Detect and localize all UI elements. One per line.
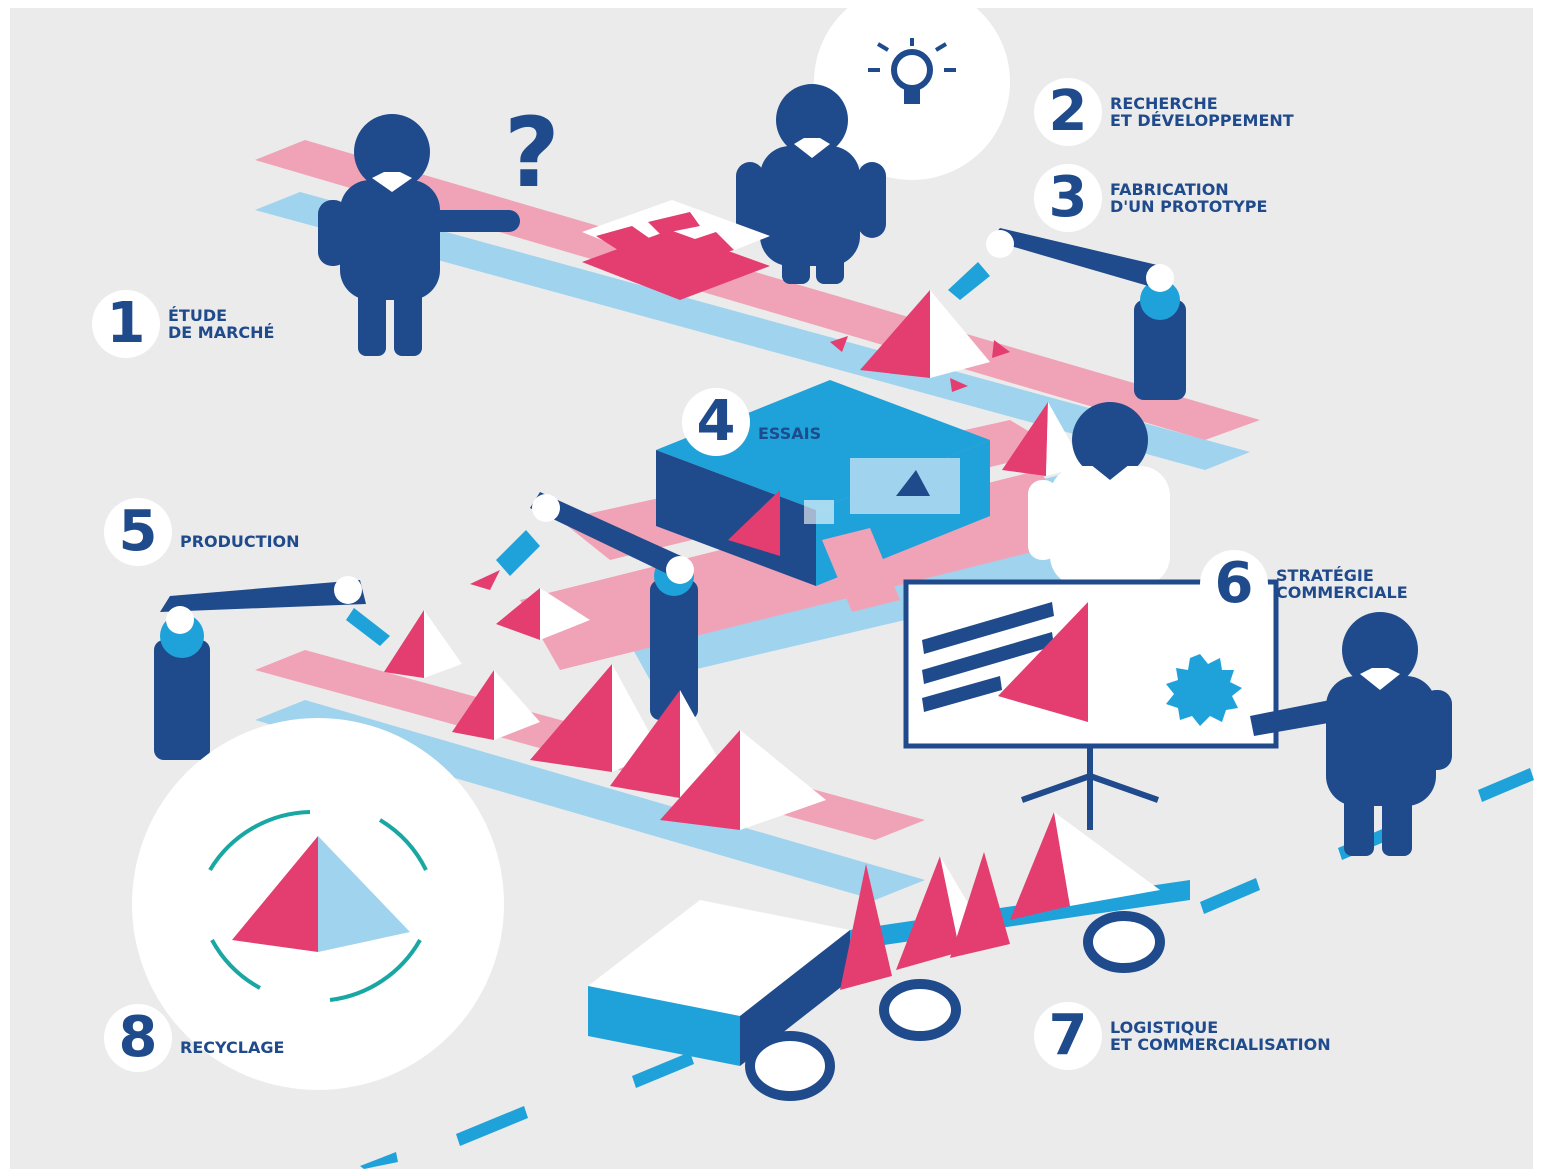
recycle-arrows-icon	[132, 718, 504, 1090]
step-number: 2	[1034, 78, 1102, 146]
step-label-line-2: DE MARCHÉ	[168, 323, 275, 342]
person-research	[736, 84, 886, 284]
step-label-line-2: ET DÉVELOPPEMENT	[1110, 111, 1294, 130]
step-label: STRATÉGIE COMMERCIALE	[1276, 567, 1408, 601]
step-number: 5	[104, 498, 172, 566]
step-4-testing: 4 ESSAIS	[682, 388, 821, 456]
step-number: 4	[682, 388, 750, 456]
seal-icon	[1166, 654, 1242, 726]
step-label-line-2: D'UN PROTOTYPE	[1110, 197, 1268, 216]
production-pyramids	[384, 610, 826, 830]
step-label: RECHERCHE ET DÉVELOPPEMENT	[1110, 95, 1294, 129]
step-label: RECYCLAGE	[180, 1039, 284, 1056]
testing-machine	[656, 380, 1084, 612]
step-label: LOGISTIQUE ET COMMERCIALISATION	[1110, 1019, 1331, 1053]
blueprint-plans	[582, 200, 770, 300]
step-label-line-1: LOGISTIQUE	[1110, 1018, 1219, 1037]
step-label: PRODUCTION	[180, 533, 300, 550]
step-number: 8	[104, 1004, 172, 1072]
person-market-study	[318, 114, 520, 356]
question-mark-icon: ?	[504, 97, 560, 209]
delivery-truck	[588, 812, 1190, 1101]
step-label: ÉTUDE DE MARCHÉ	[168, 307, 274, 341]
step-number: 6	[1200, 550, 1268, 618]
robot-arm-production-2	[154, 576, 390, 760]
step-label-line-1: STRATÉGIE	[1276, 566, 1374, 585]
pyramid-icon	[830, 290, 1010, 392]
step-6-commercial-strategy: 6 STRATÉGIE COMMERCIALE	[1200, 550, 1408, 618]
step-label-line-1: ÉTUDE	[168, 306, 228, 325]
step-1-market-study: 1 ÉTUDE DE MARCHÉ	[92, 290, 274, 358]
step-number: 1	[92, 290, 160, 358]
step-5-production: 5 PRODUCTION	[104, 498, 300, 566]
step-label-line-2: ET COMMERCIALISATION	[1110, 1035, 1331, 1054]
step-8-recycling: 8 RECYCLAGE	[104, 1004, 284, 1072]
step-3-prototype: 3 FABRICATION D'UN PROTOTYPE	[1034, 164, 1267, 232]
robot-arm-production-1	[470, 492, 698, 720]
step-label-line-1: PRODUCTION	[180, 531, 300, 551]
step-label-line-1: RECHERCHE	[1110, 94, 1218, 113]
robot-arm-prototype	[948, 228, 1186, 400]
step-number: 3	[1034, 164, 1102, 232]
step-label-line-1: FABRICATION	[1110, 180, 1229, 199]
step-label: ESSAIS	[758, 425, 821, 442]
person-scientist	[1028, 402, 1170, 586]
pyramid-small	[496, 588, 590, 640]
step-2-research-development: 2 RECHERCHE ET DÉVELOPPEMENT	[1034, 78, 1294, 146]
step-label-line-2: COMMERCIALE	[1276, 583, 1408, 602]
step-number: 7	[1034, 1002, 1102, 1070]
step-7-logistics: 7 LOGISTIQUE ET COMMERCIALISATION	[1034, 1002, 1331, 1070]
lightbulb-icon	[814, 0, 1010, 180]
step-label-line-1: RECYCLAGE	[180, 1037, 285, 1057]
step-label: FABRICATION D'UN PROTOTYPE	[1110, 181, 1267, 215]
step-label-line-1: ESSAIS	[758, 423, 822, 443]
person-presenter	[1250, 612, 1452, 856]
